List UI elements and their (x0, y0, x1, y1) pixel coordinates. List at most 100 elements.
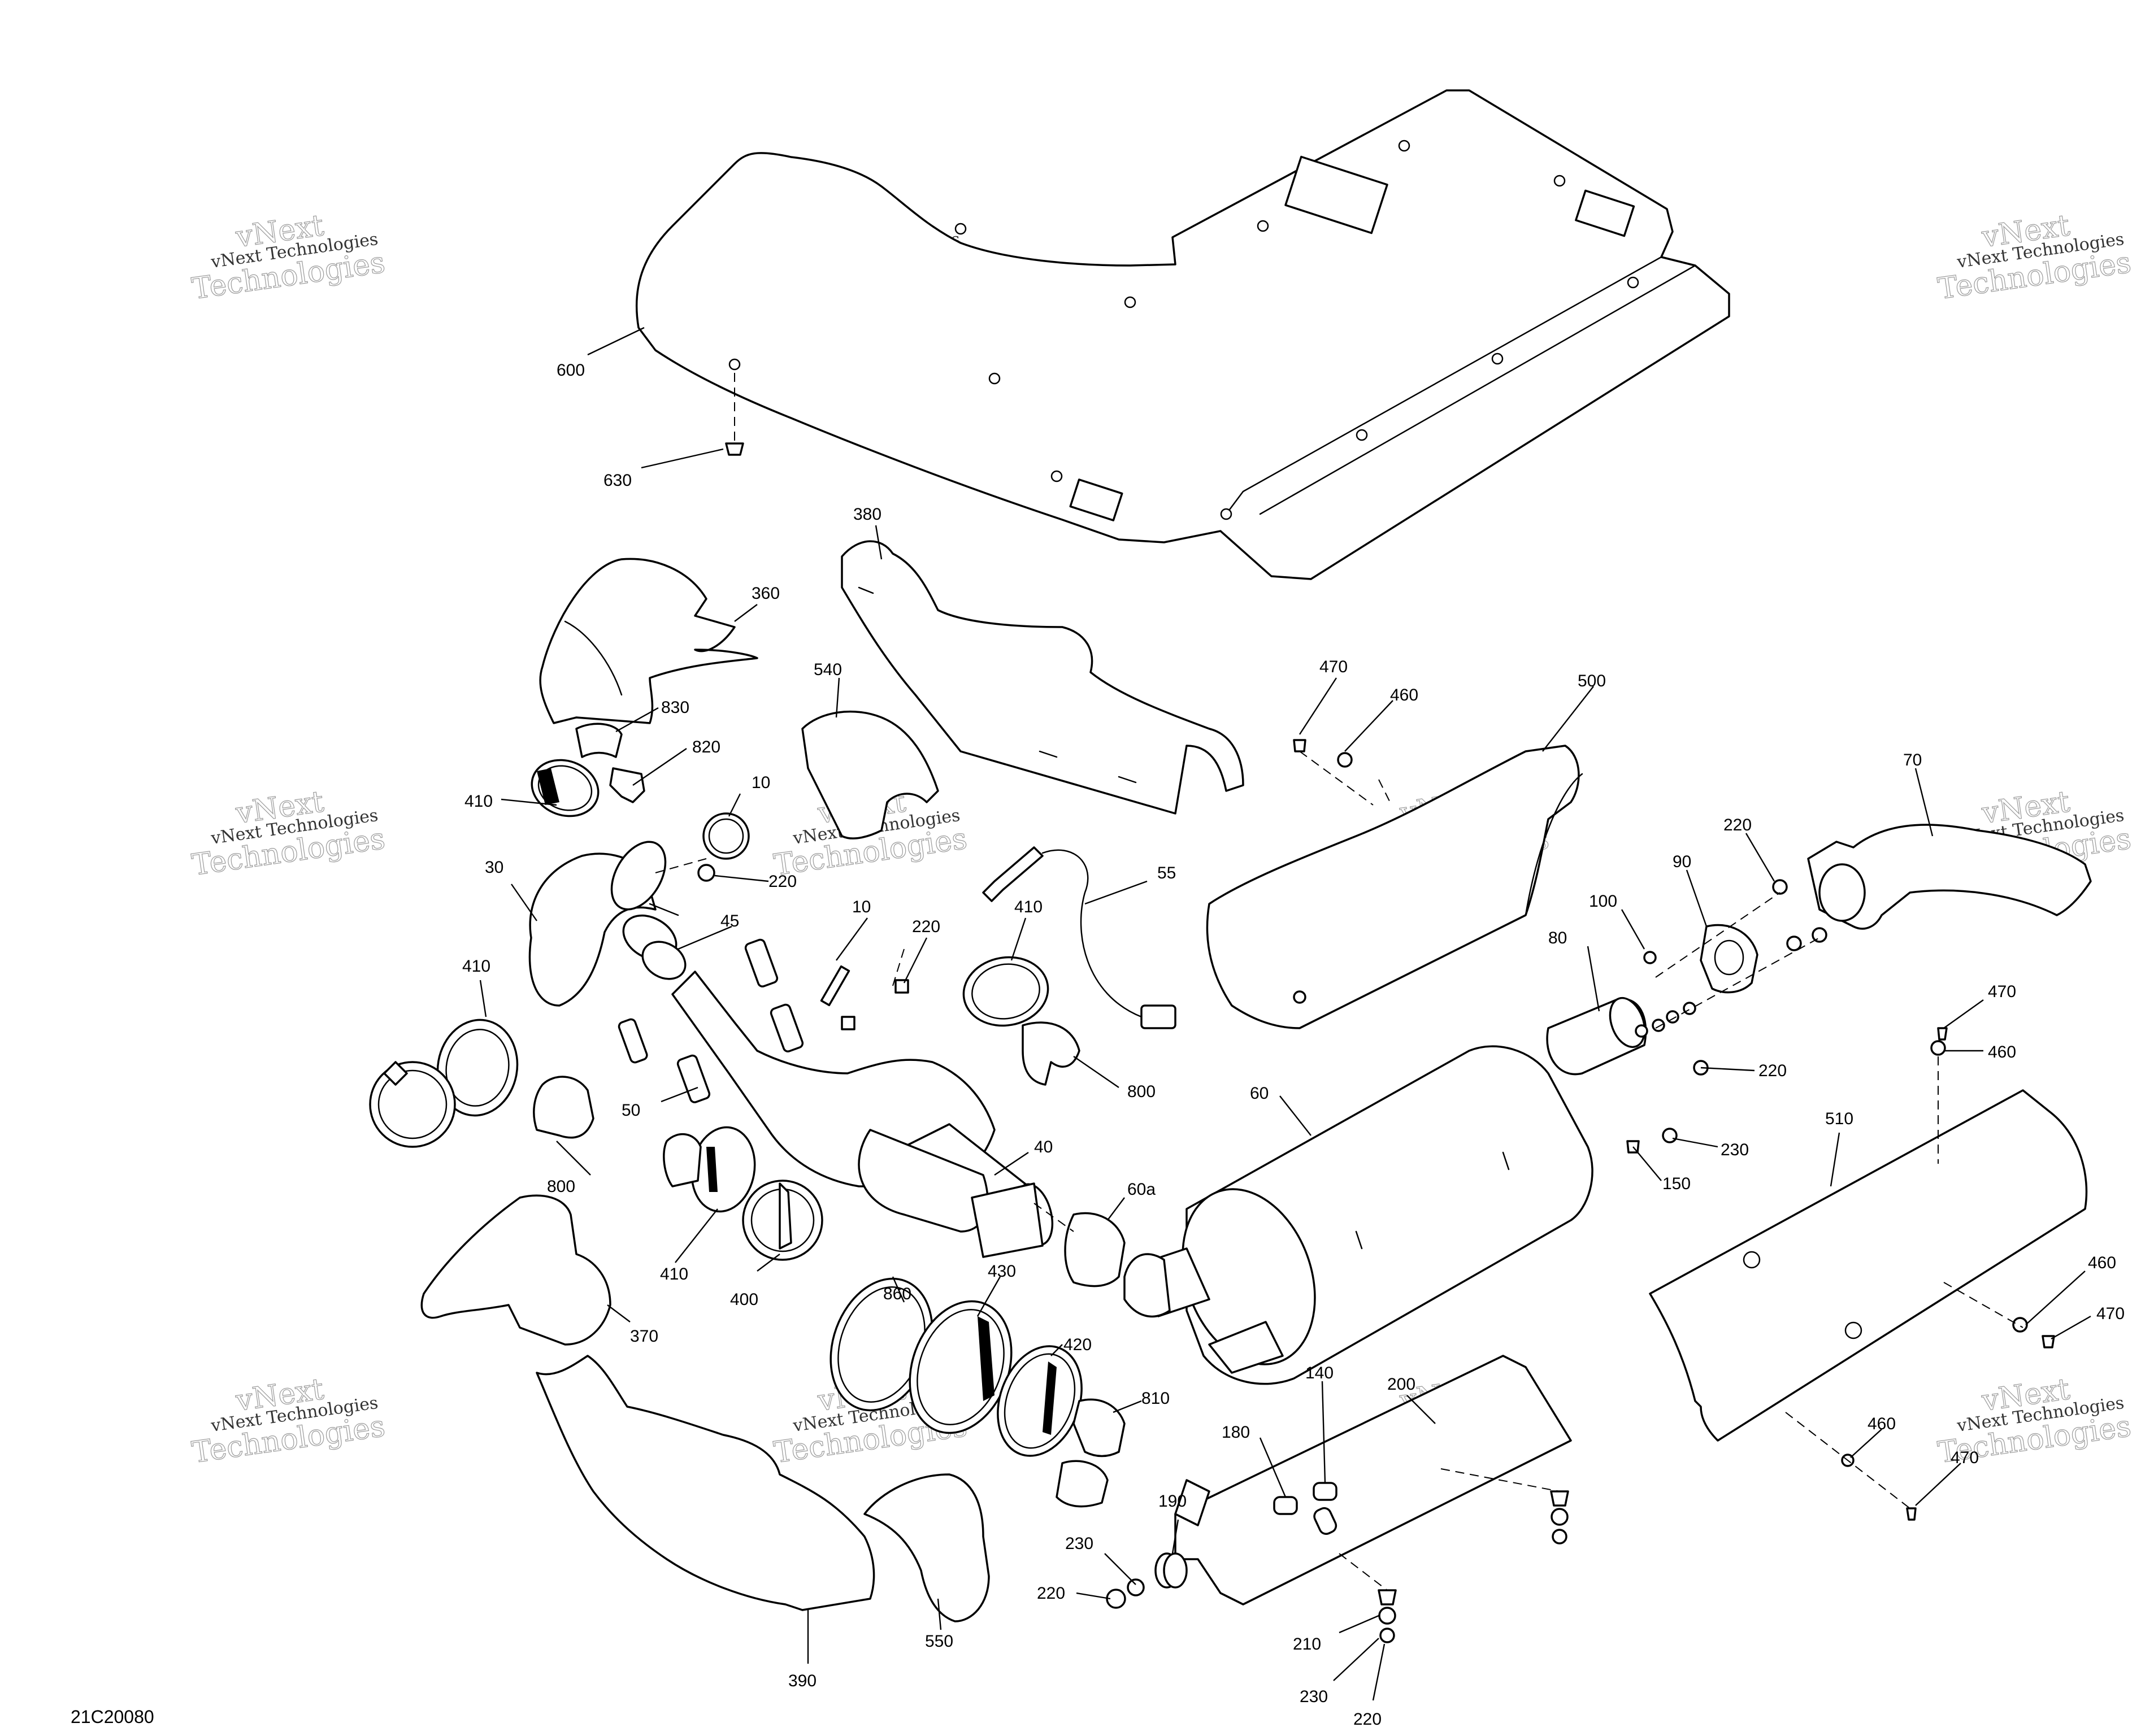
part-410-clamp (531, 759, 600, 817)
callout-label: 220 (1723, 816, 1752, 834)
part-800-spacer (1022, 1021, 1080, 1086)
part-220-nut (841, 979, 909, 1030)
part-380-heat-shield (841, 540, 1244, 815)
callout-label: 220 (1037, 1584, 1065, 1603)
part-550-heat-shield (863, 1473, 990, 1622)
callout-label: 550 (925, 1632, 953, 1651)
callout-label: 410 (462, 957, 490, 976)
part-10-gasket (702, 812, 750, 860)
callout-label: 470 (1988, 982, 2016, 1001)
callout-label: 510 (1825, 1110, 1853, 1128)
part-10-gasket-small (820, 965, 850, 1007)
drawing-id: 21C20080 (71, 1707, 154, 1727)
watermark: vNext Technologies vNext Technologies (189, 785, 387, 883)
watermark: vNext Technologies vNext Technologies (189, 208, 387, 307)
part-90-gasket (1700, 924, 1758, 994)
callout-label: 470 (1319, 658, 1348, 676)
part-30-exhaust-pipe (528, 841, 679, 1007)
callout-label: 55 (1157, 864, 1176, 882)
part-410-clamp (436, 1019, 519, 1117)
part-820-spacer (609, 767, 645, 803)
watermark: vNext Technologies vNext Technologies (1935, 208, 2133, 307)
callout-label: 70 (1903, 751, 1922, 769)
callout-labels: 600 630 380 360 540 830 820 410 10 30 22… (462, 361, 2125, 1729)
callout-label: 60 (1250, 1084, 1269, 1103)
callout-label: 230 (1300, 1687, 1328, 1706)
callout-label: 820 (692, 738, 720, 756)
part-60-muffler (1123, 1045, 1593, 1385)
part-80-pipe (1546, 997, 1647, 1076)
part-50-spring (618, 938, 804, 1103)
callout-label: 370 (630, 1327, 658, 1346)
callout-label: 390 (788, 1672, 817, 1690)
callout-label: 150 (1662, 1174, 1691, 1193)
watermark: vNext Technologies vNext Technologies (189, 1372, 387, 1470)
callout-label: 80 (1548, 929, 1567, 947)
callout-label: 540 (814, 660, 842, 679)
callout-label: 380 (853, 505, 881, 524)
part-400-clamp (369, 1061, 456, 1148)
part-200-bracket (1174, 1355, 1572, 1606)
callout-label: 630 (603, 471, 632, 490)
part-400-clamp (742, 1180, 823, 1261)
part-600-heat-shield-plate (635, 89, 1730, 580)
callout-label: 90 (1673, 852, 1691, 871)
assembly-lines (655, 751, 2023, 1591)
callout-label: 600 (557, 361, 585, 380)
callout-label: 460 (2088, 1254, 2116, 1272)
part-40-catalytic-pipe (671, 971, 1054, 1258)
part-510-heat-shield (1649, 1089, 2088, 1442)
part-630-fastener (725, 373, 744, 456)
callout-label: 460 (1868, 1415, 1896, 1433)
part-70-tail-pipe (1807, 824, 2092, 930)
part-830-spacer (575, 723, 623, 758)
callout-label: 400 (730, 1290, 758, 1309)
callout-label: 40 (1034, 1138, 1053, 1156)
callout-label: 810 (1141, 1389, 1170, 1408)
part-spacer (663, 1133, 702, 1187)
callout-label: 460 (1988, 1043, 2016, 1061)
callout-label: 100 (1589, 892, 1617, 911)
callout-label: 460 (1390, 686, 1418, 704)
callout-label: 30 (485, 858, 503, 877)
callout-label: 410 (1014, 898, 1043, 916)
callout-label: 220 (768, 872, 797, 891)
callout-label: 830 (661, 698, 689, 717)
callout-label: 180 (1222, 1423, 1250, 1442)
part-430-clamp (909, 1300, 1013, 1434)
part-390-heat-shield (536, 1355, 875, 1611)
callout-label: 470 (1951, 1448, 1979, 1467)
part-410-clamp (962, 956, 1049, 1027)
part-360-heat-shield (539, 558, 758, 724)
callout-label: 220 (912, 917, 940, 936)
part-810-spacer (1056, 1398, 1126, 1508)
watermark: vNext Technologies vNext Technologies (1935, 1372, 2133, 1470)
callout-label: 800 (1127, 1082, 1156, 1101)
part-500-heat-shield (1206, 745, 1583, 1029)
part-370-heat-shield (420, 1194, 611, 1346)
callout-label: 220 (1353, 1710, 1382, 1729)
callout-label: 50 (622, 1101, 640, 1120)
part-540-heat-shield (801, 710, 939, 839)
part-180-spacer (1273, 1496, 1298, 1515)
part-55-oxygen-sensor (982, 846, 1176, 1029)
callout-label: 800 (547, 1177, 575, 1196)
callout-label: 360 (752, 584, 780, 603)
part-45-flange (622, 914, 687, 980)
fastener-group (1106, 739, 2055, 1643)
callout-label: 220 (1758, 1061, 1787, 1080)
callout-label: 10 (852, 898, 871, 916)
callout-label: 410 (660, 1265, 688, 1283)
part-60a-spacer (1064, 1212, 1126, 1287)
callout-label: 210 (1293, 1635, 1321, 1654)
callout-label: 860 (883, 1285, 911, 1303)
callout-label: 430 (988, 1262, 1016, 1281)
callout-label: 230 (1721, 1141, 1749, 1159)
callout-label: 140 (1305, 1364, 1334, 1382)
part-800-spacer (533, 1076, 594, 1139)
callout-label: 190 (1158, 1492, 1187, 1511)
part-190-rubber-mount (1154, 1552, 1188, 1589)
part-140-spacer (1313, 1482, 1337, 1501)
callout-label: 410 (464, 792, 493, 811)
